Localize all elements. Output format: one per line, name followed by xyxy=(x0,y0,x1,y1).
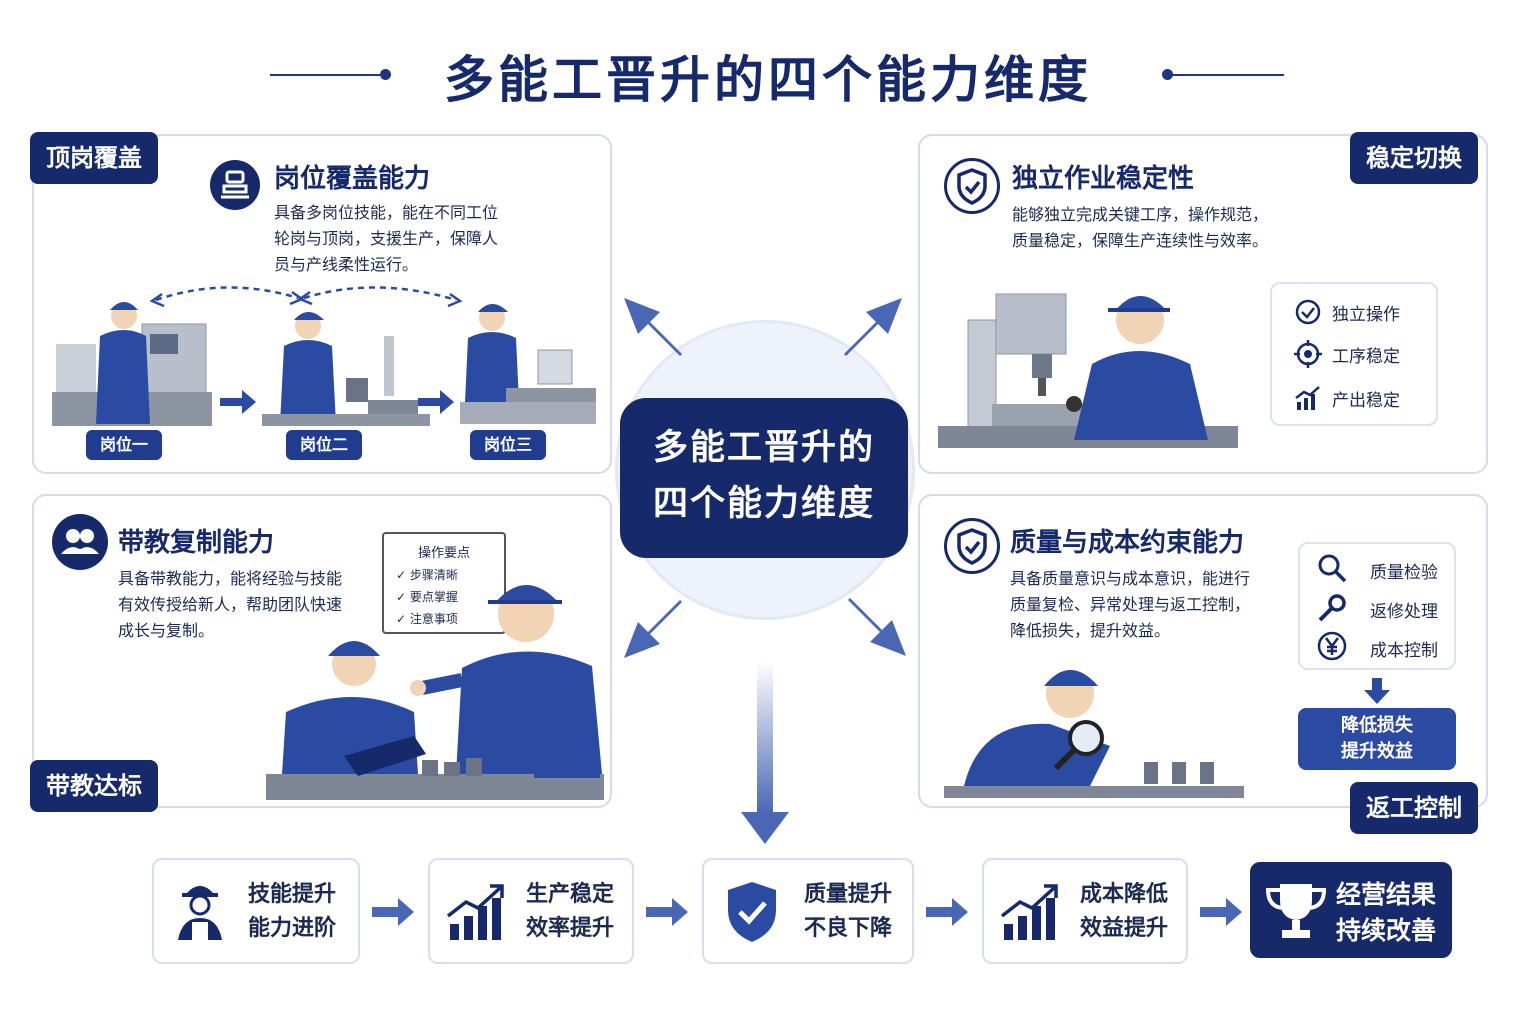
yen-icon xyxy=(1317,631,1347,661)
desc-line: 有效传授给新人，帮助团队快速 xyxy=(118,595,343,614)
trend-chart-icon xyxy=(1295,386,1320,410)
list-item-independent-op: 独立操作 xyxy=(1332,305,1400,325)
tag-rework-control: 返工控制 xyxy=(1350,782,1478,834)
desc-line: 轮岗与顶岗，支援生产，保障人 xyxy=(274,229,499,248)
arrow-up-left xyxy=(624,298,682,356)
desc-line: 能够独立完成关键工序，操作规范， xyxy=(1012,205,1269,224)
tag-mentoring-standard: 带教达标 xyxy=(30,760,158,812)
result-line-2: 提升效益 xyxy=(1341,741,1413,762)
title-line-left xyxy=(270,74,380,76)
arrow-down-shaft xyxy=(757,662,773,814)
station-badge-3: 岗位三 xyxy=(470,430,546,460)
step-line: 技能提升 xyxy=(248,882,337,907)
shield-check-icon xyxy=(944,158,1000,214)
desc-line: 质量稳定，保障生产连续性与效率。 xyxy=(1012,231,1269,250)
step-line: 效益提升 xyxy=(1080,916,1169,941)
result-badge: 降低损失 提升效益 xyxy=(1298,708,1456,770)
step-skill-up: 技能提升 能力进阶 xyxy=(152,858,360,964)
station-badge-2: 岗位二 xyxy=(286,430,362,460)
operation-point-item: ✓ 要点掌握 xyxy=(396,590,458,604)
station-badge-1: 岗位一 xyxy=(86,430,162,460)
step-line: 生产稳定 xyxy=(526,882,615,907)
list-item-repair: 返修处理 xyxy=(1370,602,1438,622)
flow-arrow xyxy=(926,898,968,926)
desc-line: 降低损失，提升效益。 xyxy=(1010,621,1171,640)
panel-title-position-coverage: 岗位覆盖能力 xyxy=(274,164,431,194)
list-item-quality-check: 质量检验 xyxy=(1370,563,1438,583)
flow-arrow xyxy=(372,898,414,926)
list-item-process-stable: 工序稳定 xyxy=(1332,347,1400,367)
result-line-1: 降低损失 xyxy=(1341,715,1413,736)
step-production-stable: 生产稳定 效率提升 xyxy=(428,858,634,964)
bar-growth-icon xyxy=(446,884,504,940)
list-item-output-stable: 产出稳定 xyxy=(1332,391,1400,411)
center-title: 多能工晋升的 四个能力维度 xyxy=(620,398,908,558)
worker-icon xyxy=(178,886,222,940)
bar-growth-icon xyxy=(1000,884,1058,940)
panel-title-quality-cost: 质量与成本约束能力 xyxy=(1010,528,1245,558)
operation-point-text: 要点掌握 xyxy=(409,590,458,604)
panel-desc-quality-cost: 具备质量意识与成本意识，能进行 质量复检、异常处理与返工控制， 降低损失，提升效… xyxy=(1010,566,1300,644)
panel-title-independent-work: 独立作业稳定性 xyxy=(1012,164,1195,194)
tag-stable-switch: 稳定切换 xyxy=(1350,132,1478,184)
step-line: 成本降低 xyxy=(1080,882,1169,907)
step-line: 经营结果 xyxy=(1336,880,1437,909)
desc-line: 具备带教能力，能将经验与技能 xyxy=(118,569,343,588)
panel-title-mentoring: 带教复制能力 xyxy=(118,528,275,558)
flow-arrow xyxy=(646,898,688,926)
arrow-up-right xyxy=(844,298,902,356)
arrow-down-right xyxy=(848,598,906,656)
step-line: 持续改善 xyxy=(1336,916,1437,945)
trophy-icon xyxy=(1265,884,1327,938)
arrow-down-left xyxy=(624,600,682,658)
panel-desc-position-coverage: 具备多岗位技能，能在不同工位 轮岗与顶岗，支援生产，保障人 员与产线柔性运行。 xyxy=(274,200,574,278)
inspection-illustration xyxy=(944,670,1244,798)
wrench-icon xyxy=(1318,594,1346,622)
desc-line: 成长与复制。 xyxy=(118,621,215,640)
operation-points-card: 操作要点 ✓ 步骤清晰 ✓ 要点掌握 ✓ 注意事项 xyxy=(382,532,506,634)
check-circle-icon xyxy=(1295,299,1321,325)
panel-desc-mentoring: 具备带教能力，能将经验与技能 有效传授给新人，帮助团队快速 成长与复制。 xyxy=(118,566,378,644)
step-business-result: 经营结果 持续改善 xyxy=(1250,862,1452,958)
arrow-down-head xyxy=(741,812,789,844)
desc-line: 具备质量意识与成本意识，能进行 xyxy=(1010,569,1251,588)
desc-line: 员与产线柔性运行。 xyxy=(274,255,419,274)
step-cost-down: 成本降低 效益提升 xyxy=(982,858,1188,964)
center-line-1: 多能工晋升的 xyxy=(652,428,875,468)
team-icon xyxy=(52,514,108,570)
list-item-cost-control: 成本控制 xyxy=(1370,641,1438,661)
operation-point-text: 步骤清晰 xyxy=(409,568,458,582)
page-title: 多能工晋升的四个能力维度 xyxy=(444,51,1092,109)
operation-point-item: ✓ 步骤清晰 xyxy=(396,568,458,582)
step-line: 质量提升 xyxy=(804,882,893,907)
step-quality-up: 质量提升 不良下降 xyxy=(702,858,914,964)
tag-position-coverage: 顶岗覆盖 xyxy=(30,132,158,184)
operation-point-text: 注意事项 xyxy=(409,612,458,626)
magnifier-icon xyxy=(1318,554,1347,583)
flow-arrow xyxy=(1200,898,1242,926)
operation-point-item: ✓ 注意事项 xyxy=(396,612,458,626)
machine-operator-illustration xyxy=(938,293,1238,448)
title-dot-left xyxy=(380,69,391,80)
title-line-right xyxy=(1172,74,1284,76)
down-arrow-icon xyxy=(1364,678,1390,704)
step-line: 能力进阶 xyxy=(248,916,337,941)
center-line-2: 四个能力维度 xyxy=(652,484,875,524)
step-line: 效率提升 xyxy=(526,916,615,941)
mentoring-illustration xyxy=(266,585,604,800)
step-line: 不良下降 xyxy=(804,916,893,941)
desc-line: 质量复检、异常处理与返工控制， xyxy=(1010,595,1251,614)
target-icon xyxy=(1294,340,1322,368)
workstation-icon xyxy=(210,160,260,210)
shield-check-icon xyxy=(944,518,1000,574)
shield-check-icon xyxy=(728,882,776,942)
desc-line: 具备多岗位技能，能在不同工位 xyxy=(274,203,499,222)
operation-points-title: 操作要点 xyxy=(417,546,470,561)
title-dot-right xyxy=(1162,69,1173,80)
station-rotation-illustration xyxy=(52,286,596,426)
quality-checklist xyxy=(1298,542,1456,670)
panel-desc-independent-work: 能够独立完成关键工序，操作规范， 质量稳定，保障生产连续性与效率。 xyxy=(1012,202,1332,254)
